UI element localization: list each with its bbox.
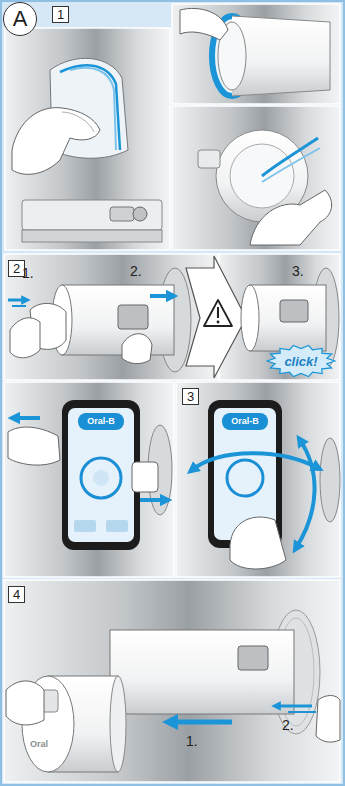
callout-number: 1. xyxy=(22,266,34,280)
callout-number: 1. xyxy=(186,734,198,748)
callout-number: 2. xyxy=(130,264,142,278)
node-text: click! xyxy=(284,355,317,368)
callout-number: 3. xyxy=(292,264,304,278)
burst-shape xyxy=(267,345,335,376)
node-text: A xyxy=(13,8,28,30)
click-burst: click! xyxy=(266,344,336,378)
node-text: 4 xyxy=(13,588,20,601)
step-number: 3 xyxy=(182,388,199,405)
callout-number: 2. xyxy=(282,718,294,732)
node-text: 1 xyxy=(57,8,64,21)
brand-logo: Oral-B xyxy=(222,413,268,430)
brand-logo: Oral-B xyxy=(78,413,124,430)
step-number: 4 xyxy=(8,586,25,603)
brand-logo: Oral xyxy=(30,740,48,749)
panel-letter: A xyxy=(3,2,37,36)
node-text: 2 xyxy=(13,262,20,275)
node-text: 3 xyxy=(187,390,194,403)
step-number: 1 xyxy=(52,6,69,23)
